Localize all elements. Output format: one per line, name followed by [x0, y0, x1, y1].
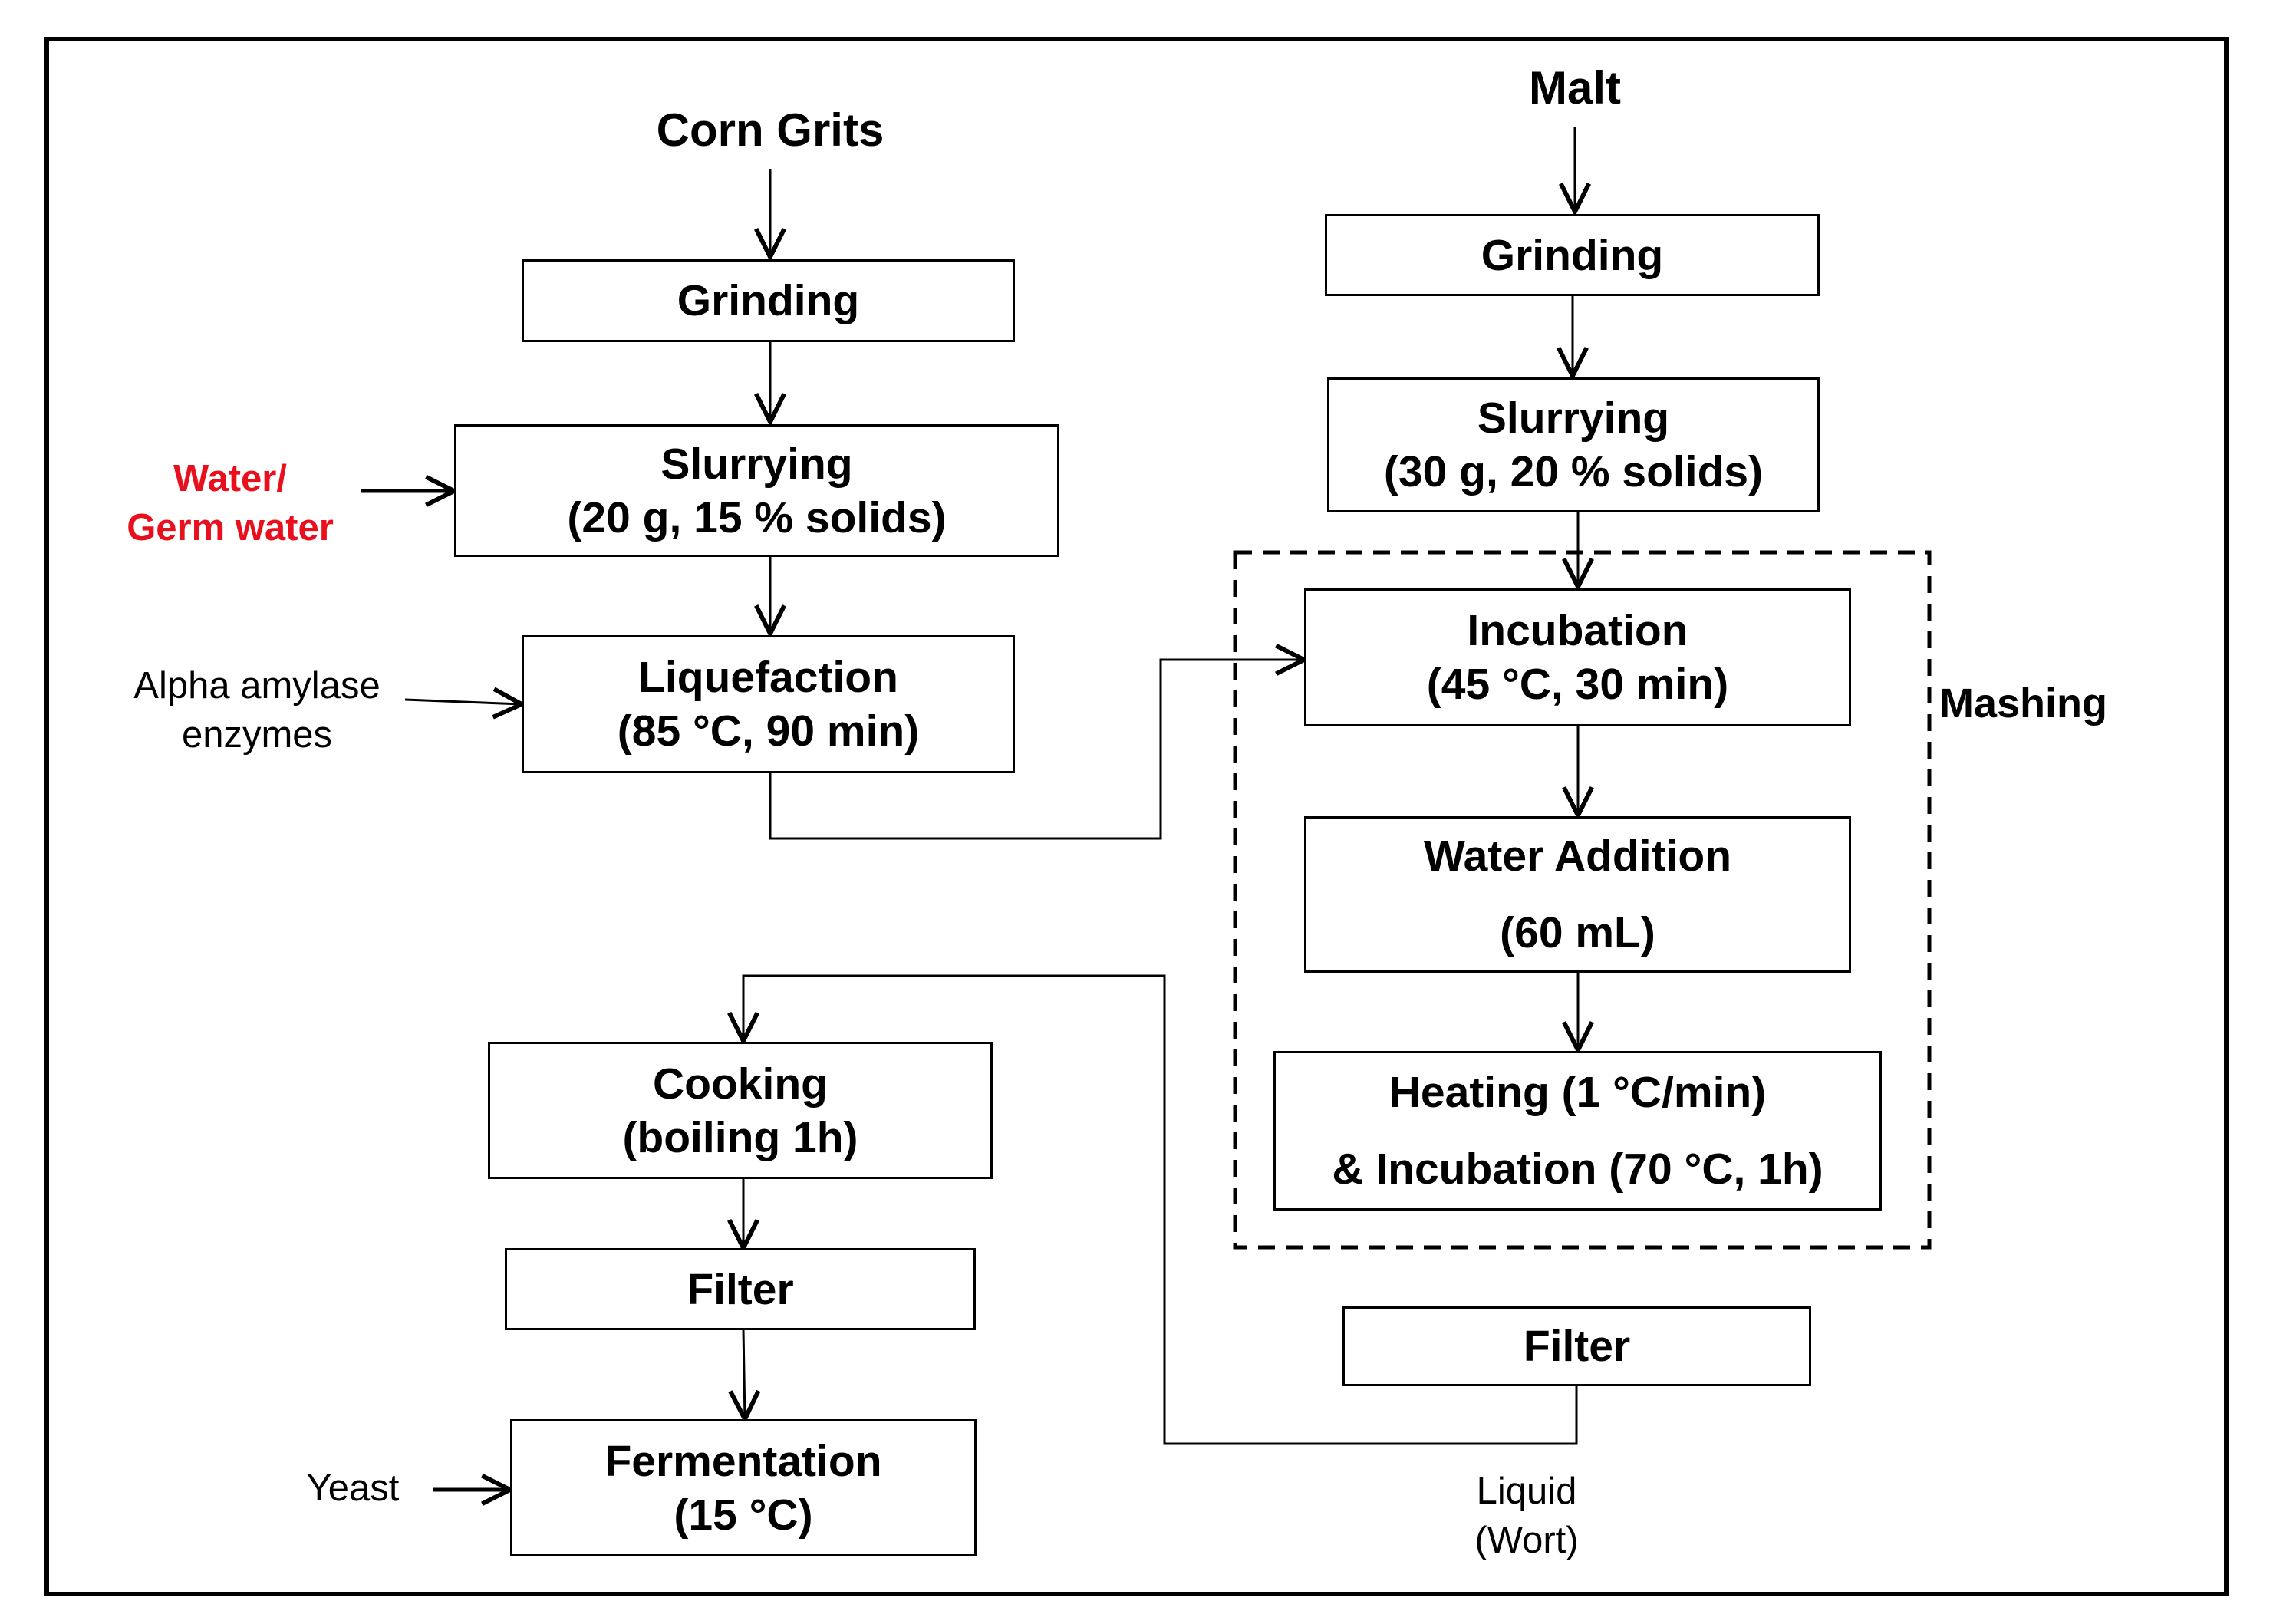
corn-grinding-box: Grinding: [522, 259, 1015, 342]
corn-grinding-text: Grinding: [677, 276, 860, 325]
malt-filter-text: Filter: [1523, 1322, 1631, 1371]
arrow-enzyme-to-liquefaction: [404, 700, 522, 704]
arrow-filter-to-fermentation: [743, 1329, 745, 1419]
arrow-filter-to-cooking: [743, 974, 1578, 1445]
corn-grits-label: Corn Grits: [656, 104, 884, 156]
cooking-detail: (boiling 1h): [622, 1112, 858, 1162]
water-addition-detail: (60 mL): [1500, 908, 1655, 957]
mashing-boundary: [1233, 550, 1932, 1250]
liquefaction-title: Liquefaction: [638, 653, 898, 702]
malt-slurrying-title: Slurrying: [1477, 394, 1670, 443]
mashing-label: Mashing: [1939, 680, 2108, 726]
enzyme-input-line1: Alpha amylase: [133, 665, 380, 707]
arrow-liquefaction-to-incubation: [769, 660, 1304, 840]
heating-detail: & Incubation (70 °C, 1h): [1332, 1145, 1823, 1194]
malt-filter-box: Filter: [1342, 1306, 1811, 1386]
liquefaction-detail: (85 °C, 90 min): [617, 707, 920, 756]
water-input-line2: Germ water: [127, 507, 334, 548]
corn-slurrying-detail: (20 g, 15 % solids): [567, 492, 947, 542]
corn-slurrying-title: Slurrying: [660, 439, 853, 489]
incubation-detail: (45 °C, 30 min): [1426, 660, 1729, 709]
fermentation-box: Fermentation (15 °C): [510, 1419, 977, 1556]
water-input-label: Water/ Germ water: [100, 454, 361, 552]
liquid-line2: (Wort): [1474, 1520, 1579, 1561]
liquefaction-box: Liquefaction (85 °C, 90 min): [522, 635, 1015, 773]
malt-grinding-text: Grinding: [1481, 230, 1664, 280]
yeast-input-label: Yeast: [306, 1468, 400, 1509]
liquid-line1: Liquid: [1476, 1471, 1577, 1512]
fermentation-title: Fermentation: [604, 1436, 882, 1486]
water-addition-title: Water Addition: [1423, 832, 1732, 881]
cooking-title: Cooking: [653, 1059, 828, 1108]
fermentation-detail: (15 °C): [674, 1490, 813, 1540]
incubation-box: Incubation (45 °C, 30 min): [1304, 588, 1851, 726]
cooking-box: Cooking (boiling 1h): [488, 1042, 993, 1179]
incubation-title: Incubation: [1467, 606, 1688, 655]
enzyme-input-line2: enzymes: [181, 714, 333, 756]
heating-box: Heating (1 °C/min) & Incubation (70 °C, …: [1273, 1051, 1882, 1211]
malt-slurrying-detail: (30 g, 20 % solids): [1383, 447, 1764, 496]
enzyme-input-label: Alpha amylase enzymes: [107, 661, 407, 759]
liquid-wort-label: Liquid (Wort): [1450, 1467, 1603, 1565]
diagram-frame: [44, 37, 2229, 1596]
heating-title: Heating (1 °C/min): [1389, 1068, 1767, 1117]
water-input-line1: Water/: [173, 458, 287, 499]
malt-slurrying-box: Slurrying (30 g, 20 % solids): [1327, 377, 1820, 512]
final-filter-text: Filter: [687, 1264, 794, 1314]
malt-grinding-box: Grinding: [1325, 214, 1820, 296]
corn-slurrying-box: Slurrying (20 g, 15 % solids): [454, 424, 1059, 557]
final-filter-box: Filter: [505, 1248, 976, 1330]
malt-label: Malt: [1529, 62, 1621, 114]
water-addition-box: Water Addition (60 mL): [1304, 816, 1851, 973]
